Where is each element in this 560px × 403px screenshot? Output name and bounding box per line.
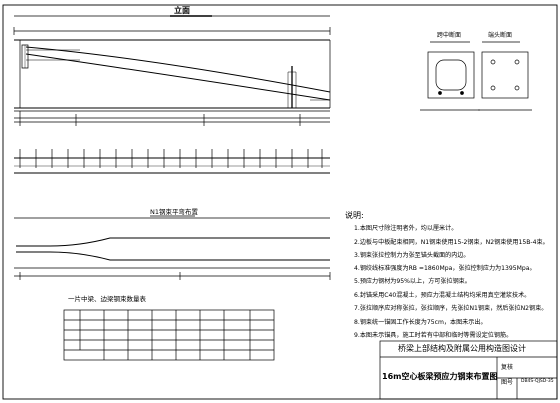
sheet-frame (2, 4, 558, 400)
elevation-title: 立面 (174, 6, 190, 15)
table-title: 一片中梁、边梁钢束数量表 (68, 295, 146, 303)
note-item: 1.本图尺寸除注明者外，均以厘米计。 (354, 225, 458, 232)
quantity-table (63, 309, 275, 361)
note-item: 2.边板与中板配束相同，N1钢束使用15-2钢束，N2钢束使用15B-4束。 (354, 239, 549, 246)
strand-plan-view (14, 215, 331, 280)
project-name: 桥梁上部结构及附属公用构造图设计 (398, 344, 526, 353)
tendon-profile-stations (14, 149, 330, 174)
drawing-code: DB4S-QJSD-35 (521, 379, 554, 384)
end-section (478, 41, 532, 111)
strand-plan-title: N1钢束平弯布置 (150, 208, 198, 216)
note-item: 3.钢束张拉控制力为张至锚头截面的内边。 (354, 252, 470, 259)
review-label: 复核 (501, 364, 514, 371)
drawing-number-label: 图号 (501, 379, 514, 386)
note-item: 6.封锚采用C40混凝土，预应力混凝土结构均采用真空灌浆技术。 (354, 292, 531, 299)
note-item: 7.张拉顺序应对称张拉，张拉顺序，先张拉N1钢束，然后张拉N2钢束。 (354, 305, 548, 312)
end-section-title: 端头断面 (488, 32, 513, 39)
note-item: 9.本图未示锚具，施工时若有中部和临时等需设定位钢筋。 (354, 332, 513, 339)
drawing-title: 16m空心板梁预应力钢束布置图 (382, 372, 498, 381)
title-block-frame (379, 340, 558, 400)
note-item: 5.预应力钢材为95%以上，方可张拉钢束。 (354, 278, 471, 285)
mid-section-title: 跨中断面 (437, 32, 462, 39)
note-item: 4.钢绞线标准强度为RB =1860Mpa，张拉控制应力为1395Mpa。 (354, 265, 536, 272)
mid-span-section (420, 41, 480, 111)
elevation-view (13, 15, 331, 126)
notes-heading: 说明: (345, 211, 364, 220)
note-item: 8.钢束统一锚固工作长度为75cm，本图未示出。 (354, 319, 487, 326)
